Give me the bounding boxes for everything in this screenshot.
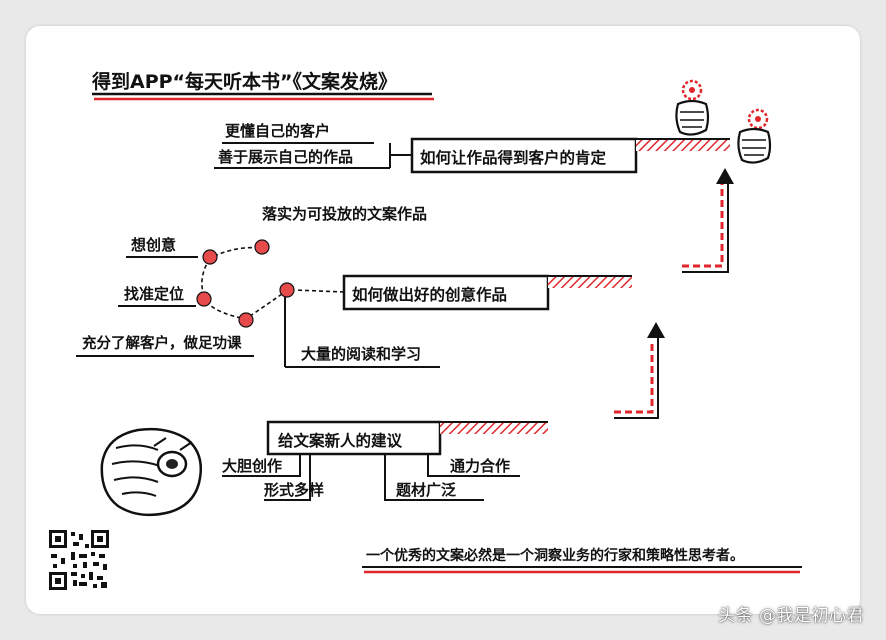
qr-code-icon xyxy=(49,530,109,590)
bottom-heading: 给文案新人的建议 xyxy=(278,431,403,450)
mindmap-card xyxy=(26,26,860,614)
top-heading-hatch xyxy=(636,139,730,151)
bottom-heading-hatch xyxy=(440,422,548,434)
page-title: 得到APP“每天听本书”《文案发烧》 xyxy=(91,70,397,93)
arrow-up-icon xyxy=(682,168,734,273)
top-item-1: 善于展示自己的作品 xyxy=(218,148,353,166)
top-heading-box xyxy=(410,137,638,174)
bottom-item-1: 形式多样 xyxy=(264,481,324,499)
chain-arrows xyxy=(201,246,345,319)
section-bottom: 给文案新人的建议 大胆创作 形式多样 题材广泛 通力合作 xyxy=(222,420,548,501)
middle-heading: 如何做出好的创意作品 xyxy=(352,285,507,304)
node-idea xyxy=(202,249,218,265)
bottom-item-0: 大胆创作 xyxy=(222,457,282,475)
node-position xyxy=(196,291,212,307)
top-item-0: 更懂自己的客户 xyxy=(225,122,330,140)
title-group: 得到APP“每天听本书”《文案发烧》 xyxy=(91,70,434,101)
pointing-hand-icon xyxy=(100,427,202,517)
conclusion-group: 一个优秀的文案必然是一个洞察业务的行家和策略性思考者。 xyxy=(362,547,802,574)
node-understand xyxy=(238,312,254,328)
conclusion-text: 一个优秀的文案必然是一个洞察业务的行家和策略性思考者。 xyxy=(366,547,744,564)
middle-heading-hatch xyxy=(548,276,632,288)
middle-chain-2: 想创意 xyxy=(130,236,176,254)
top-heading: 如何让作品得到客户的肯定 xyxy=(420,148,607,167)
fist-icon xyxy=(675,79,710,136)
middle-side: 大量的阅读和学习 xyxy=(301,345,421,363)
bottom-branches xyxy=(222,454,520,501)
chain-nodes xyxy=(196,239,295,328)
bottom-heading-box xyxy=(266,420,442,456)
watermark: 头条 @我是初心君 xyxy=(718,606,864,626)
bottom-item-3: 通力合作 xyxy=(450,457,510,475)
fist-icon xyxy=(737,108,772,164)
bottom-item-2: 题材广泛 xyxy=(396,481,456,499)
middle-chain-1: 找准定位 xyxy=(124,285,184,303)
middle-chain-0: 充分了解客户，做足功课 xyxy=(82,334,242,352)
middle-chain-3: 落实为可投放的文案作品 xyxy=(262,205,427,223)
section-middle: 落实为可投放的文案作品 想创意 找准定位 充分了解客户，做足功课 大量的阅读和学… xyxy=(76,205,632,368)
arrow-up-icon xyxy=(614,322,665,419)
node-deliver xyxy=(254,239,270,255)
middle-heading-box xyxy=(342,274,550,311)
node-reading xyxy=(279,282,295,298)
section-top: 更懂自己的客户 善于展示自己的作品 如何让作品得到客户的肯定 xyxy=(214,122,730,174)
